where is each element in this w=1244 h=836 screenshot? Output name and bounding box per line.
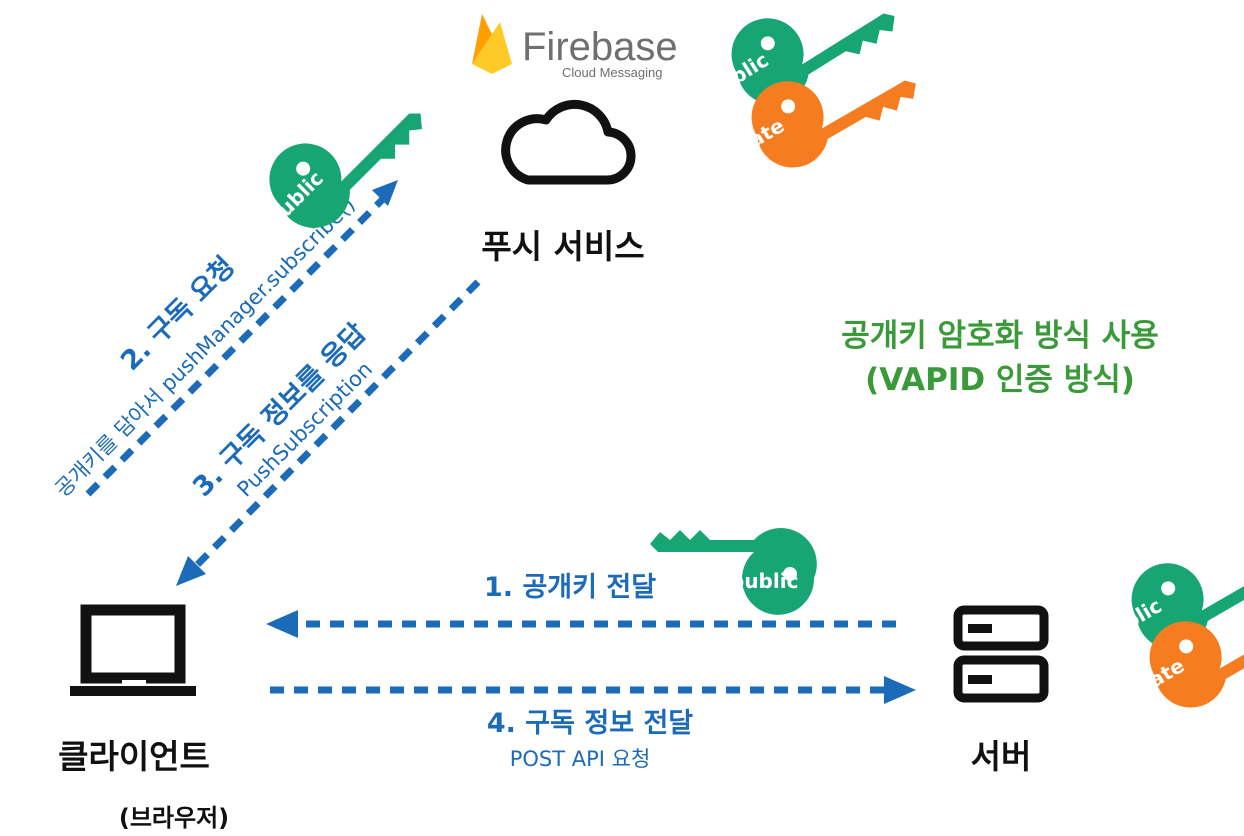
arrow-subscription-response bbox=[193, 279, 481, 569]
firebase-brand-name: Firebase bbox=[522, 25, 678, 69]
arrow-subscription-response-head bbox=[176, 556, 206, 586]
firebase-logo-icon bbox=[472, 14, 512, 74]
step4-sublabel: POST API 요청 bbox=[510, 747, 651, 771]
note-line2: (VAPID 인증 방식) bbox=[865, 362, 1135, 398]
laptop-icon bbox=[70, 604, 196, 696]
server-label: 서버 bbox=[971, 737, 1032, 776]
arrow-subscribe-request-head bbox=[372, 180, 398, 206]
public-key-icon-step2 bbox=[252, 63, 432, 243]
step1-label: 1. 공개키 전달 bbox=[484, 572, 656, 603]
step2-sublabel: 공개키를 담아서 pushManager.subscribe() bbox=[51, 192, 360, 501]
public-key-label-step1: public bbox=[730, 569, 798, 593]
cloud-icon bbox=[501, 99, 636, 185]
client-label: 클라이언트 bbox=[58, 737, 210, 776]
server-icon bbox=[953, 605, 1049, 703]
public-key-hole-step1 bbox=[783, 567, 797, 581]
private-key-icon-server bbox=[1133, 562, 1244, 721]
public-key-icon-top bbox=[715, 0, 904, 118]
push-service-label: 푸시 서비스 bbox=[481, 227, 644, 266]
step4-label: 4. 구독 정보 전달 bbox=[487, 708, 693, 739]
arrow-subscription-delivery-head bbox=[884, 676, 916, 704]
arrow-public-key-delivery-head bbox=[266, 610, 298, 638]
private-key-icon-top bbox=[735, 22, 924, 181]
public-key-icon-server bbox=[1115, 504, 1244, 663]
client-sublabel: (브라우저) bbox=[119, 804, 229, 832]
firebase-brand-subtitle: Cloud Messaging bbox=[562, 65, 662, 80]
note-line1: 공개키 암호화 방식 사용 bbox=[841, 318, 1159, 354]
